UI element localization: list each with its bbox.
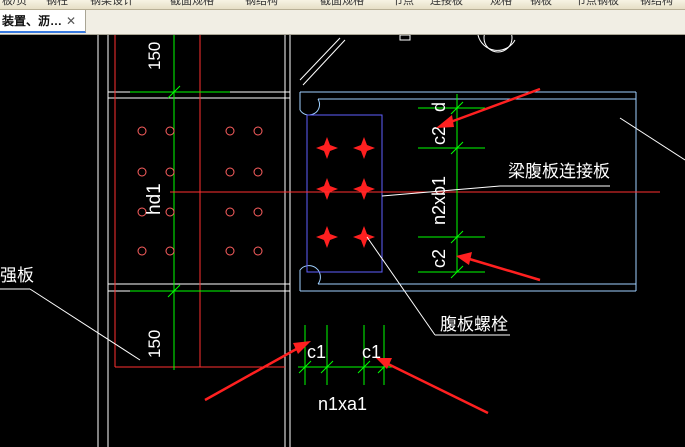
dim-150-bottom: 150	[145, 330, 164, 358]
web-bolt-icon	[353, 137, 375, 159]
annotation-arrows	[204, 87, 541, 415]
web-bolt-icon	[316, 178, 338, 200]
toolbar-item[interactable]: 截面规格	[320, 0, 364, 7]
toolbar-item[interactable]: 钢结构	[640, 0, 673, 7]
label-stiffener: 强板	[0, 266, 34, 285]
toolbar-item[interactable]: 钢结构	[245, 0, 278, 7]
dim-hd1: hd1	[144, 183, 165, 215]
top-partial-marks	[399, 35, 516, 53]
dim-c1-left: c1	[307, 342, 326, 362]
label-web-connection-plate: 梁腹板连接板	[508, 162, 610, 181]
toolbar-item[interactable]: 钢板	[530, 0, 552, 7]
dim-150-top: 150	[145, 42, 164, 70]
toolbar-item[interactable]: 钢梁设计	[90, 0, 134, 7]
ribbon-toolbar: 板/页 钢柱 钢梁设计 截面规格 钢结构 截面规格 节点 连接板 规格 钢板 节…	[0, 0, 685, 10]
beam-outline	[299, 91, 637, 292]
toolbar-item[interactable]: 规格	[490, 0, 512, 7]
column-lines	[97, 35, 291, 447]
dim-c2-bottom: c2	[429, 249, 449, 268]
close-icon[interactable]: ✕	[66, 13, 77, 28]
web-bolt-icon	[353, 226, 375, 248]
dim-d: d	[429, 102, 449, 112]
bolt-holes	[137, 126, 263, 256]
beam-dimension-lines	[418, 94, 485, 279]
dim-c1-right: c1	[362, 342, 381, 362]
dim-n1xa1: n1xa1	[318, 394, 367, 414]
column-panel-outline	[114, 35, 285, 368]
column-dimension-lines	[130, 35, 230, 370]
toolbar-item[interactable]: 钢柱	[46, 0, 68, 7]
label-web-bolt: 腹板螺栓	[440, 315, 508, 334]
leader-lines	[0, 37, 685, 361]
toolbar-item[interactable]: 截面规格	[170, 0, 214, 7]
web-bolt-icon	[316, 137, 338, 159]
toolbar-item[interactable]: 连接板	[430, 0, 463, 7]
web-bolt-icon	[316, 226, 338, 248]
toolbar-item[interactable]: 板/页	[2, 0, 28, 7]
toolbar-item[interactable]: 节点钢板	[575, 0, 619, 7]
toolbar-item[interactable]: 节点	[392, 0, 414, 7]
web-bolt-icon	[353, 178, 375, 200]
bottom-dimension-lines	[298, 325, 392, 385]
cad-drawing-canvas[interactable]: 150 hd1 150 d c2 n2xb1	[0, 35, 685, 447]
dim-n2xb1: n2xb1	[429, 176, 449, 225]
tab-label: 装置、沥…	[2, 14, 63, 28]
document-tab[interactable]: 装置、沥… ✕	[0, 10, 86, 33]
web-connection-plate[interactable]	[306, 114, 383, 273]
dim-c2-top: c2	[429, 126, 449, 145]
document-tab-bar: 装置、沥… ✕	[0, 10, 685, 35]
